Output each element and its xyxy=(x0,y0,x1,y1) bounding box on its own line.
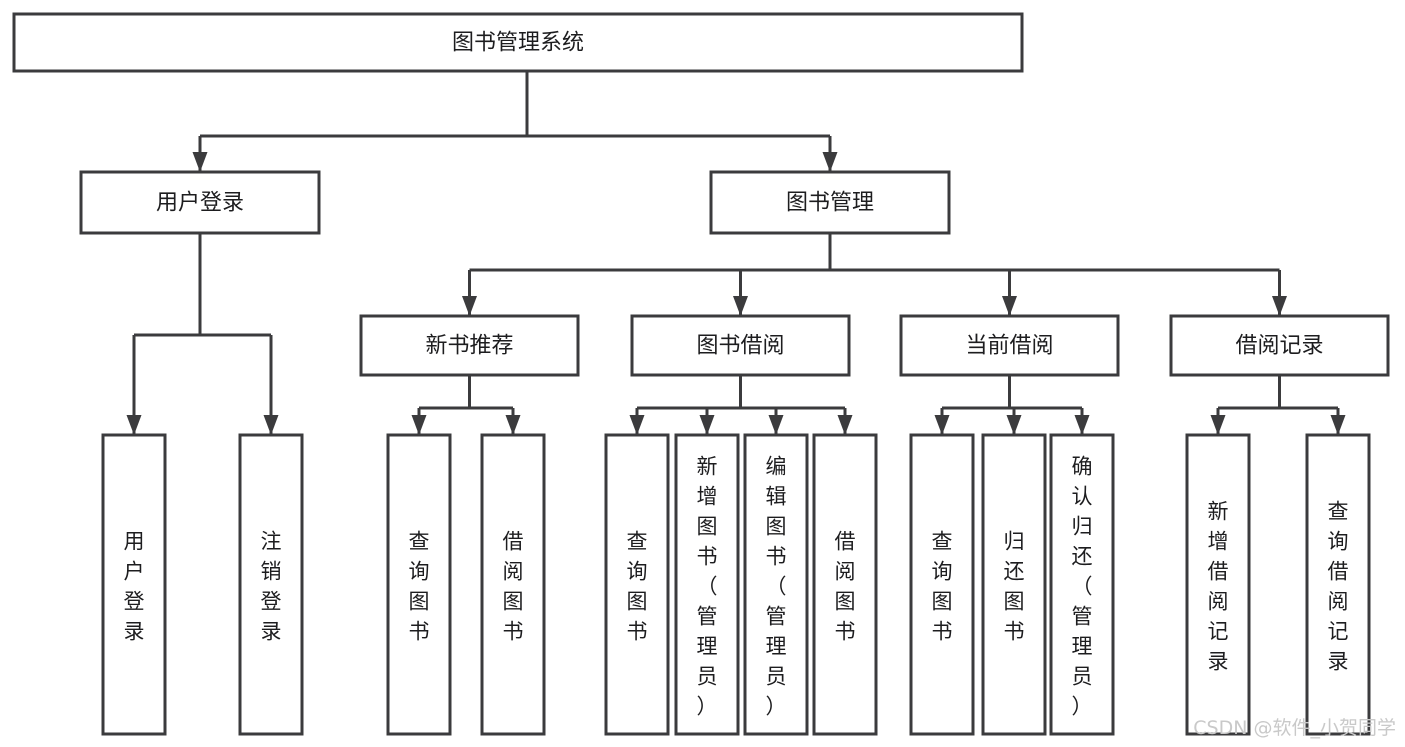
node-box xyxy=(386,433,452,736)
node-leaf-logout[interactable]: 注销登录 xyxy=(238,433,304,736)
arrow-head-icon xyxy=(1330,415,1346,435)
arrow-head-icon xyxy=(699,415,715,435)
node-box xyxy=(238,433,304,736)
node-box xyxy=(743,433,809,736)
node-label: 借阅图书 xyxy=(835,530,856,644)
arrow-head-icon xyxy=(411,415,427,435)
node-box xyxy=(674,433,740,736)
arrow-head-icon xyxy=(822,152,838,172)
node-box xyxy=(480,433,546,736)
node-user-login[interactable]: 用户登录 xyxy=(79,170,321,235)
node-box xyxy=(359,314,580,377)
node-box xyxy=(79,170,321,235)
node-label: 图书管理系统 xyxy=(452,31,584,56)
node-box xyxy=(630,314,851,377)
node-label: 归还图书 xyxy=(1004,530,1025,644)
node-label: 图书借阅 xyxy=(696,334,784,359)
arrow-head-icon xyxy=(768,415,784,435)
node-box xyxy=(709,170,951,235)
node-current-borrow[interactable]: 当前借阅 xyxy=(899,314,1120,377)
node-leaf-query-book-bb[interactable]: 查询图书 xyxy=(604,433,670,736)
node-leaf-query-book-rec[interactable]: 查询图书 xyxy=(386,433,452,736)
node-leaf-confirm-return[interactable]: 确认归还（管理员） xyxy=(1049,433,1115,736)
node-label: 确认归还（管理员） xyxy=(1072,455,1093,719)
node-box xyxy=(1185,433,1251,736)
node-new-book-rec[interactable]: 新书推荐 xyxy=(359,314,580,377)
node-label: 新增图书（管理员） xyxy=(697,455,718,719)
node-label: 查询图书 xyxy=(932,530,953,644)
node-layer: 图书管理系统用户登录图书管理新书推荐图书借阅当前借阅借阅记录用户登录注销登录查询… xyxy=(12,12,1390,736)
arrow-head-icon xyxy=(126,415,142,435)
arrow-head-icon xyxy=(837,415,853,435)
node-label: 用户登录 xyxy=(156,191,244,216)
node-leaf-borrow-book-bb[interactable]: 借阅图书 xyxy=(812,433,878,736)
node-box xyxy=(101,433,167,736)
node-label: 编辑图书（管理员） xyxy=(766,455,787,719)
node-leaf-query-record[interactable]: 查询借阅记录 xyxy=(1305,433,1371,736)
node-label: 图书管理 xyxy=(786,191,874,216)
node-leaf-add-book[interactable]: 新增图书（管理员） xyxy=(674,433,740,736)
arrow-head-icon xyxy=(462,296,477,316)
node-label: 查询图书 xyxy=(627,530,648,644)
node-root[interactable]: 图书管理系统 xyxy=(12,12,1024,73)
node-label: 新书推荐 xyxy=(425,334,513,359)
node-box xyxy=(604,433,670,736)
node-label: 新增借阅记录 xyxy=(1208,500,1229,674)
arrow-head-icon xyxy=(1074,415,1090,435)
node-leaf-add-record[interactable]: 新增借阅记录 xyxy=(1185,433,1251,736)
arrow-head-icon xyxy=(192,152,208,172)
node-leaf-edit-book[interactable]: 编辑图书（管理员） xyxy=(743,433,809,736)
node-label: 注销登录 xyxy=(261,530,282,644)
node-borrow-record[interactable]: 借阅记录 xyxy=(1169,314,1390,377)
connector-layer xyxy=(126,71,1346,435)
node-label: 借阅图书 xyxy=(503,530,524,644)
node-label: 借阅记录 xyxy=(1235,334,1323,359)
node-box xyxy=(899,314,1120,377)
node-label: 查询借阅记录 xyxy=(1328,500,1349,674)
node-box xyxy=(1305,433,1371,736)
node-book-borrow[interactable]: 图书借阅 xyxy=(630,314,851,377)
node-box xyxy=(981,433,1047,736)
arrow-head-icon xyxy=(1006,415,1022,435)
arrow-head-icon xyxy=(263,415,279,435)
arrow-head-icon xyxy=(1002,296,1017,316)
node-book-manage[interactable]: 图书管理 xyxy=(709,170,951,235)
node-leaf-return-book[interactable]: 归还图书 xyxy=(981,433,1047,736)
node-leaf-user-login[interactable]: 用户登录 xyxy=(101,433,167,736)
node-leaf-query-book-cb[interactable]: 查询图书 xyxy=(909,433,975,736)
watermark-text: CSDN @软件_小贺同学 xyxy=(1193,717,1396,739)
arrow-head-icon xyxy=(629,415,645,435)
arrow-head-icon xyxy=(1210,415,1226,435)
node-box xyxy=(1049,433,1115,736)
arrow-head-icon xyxy=(934,415,950,435)
node-leaf-borrow-book-rec[interactable]: 借阅图书 xyxy=(480,433,546,736)
node-box xyxy=(909,433,975,736)
node-label: 用户登录 xyxy=(124,530,145,644)
node-label: 查询图书 xyxy=(409,530,430,644)
arrow-head-icon xyxy=(505,415,521,435)
node-box xyxy=(812,433,878,736)
node-box xyxy=(12,12,1024,73)
node-box xyxy=(1169,314,1390,377)
arrow-head-icon xyxy=(733,296,748,316)
node-label: 当前借阅 xyxy=(965,334,1053,359)
arrow-head-icon xyxy=(1272,296,1287,316)
